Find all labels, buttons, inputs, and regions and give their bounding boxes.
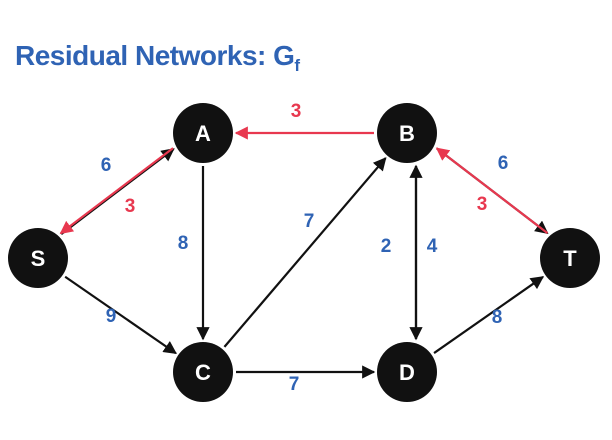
edge-c-b bbox=[223, 157, 387, 348]
node-label-b: B bbox=[399, 121, 415, 146]
node-a bbox=[173, 103, 233, 163]
capacity-label-a-s: 3 bbox=[125, 196, 136, 217]
capacity-label-c-d: 7 bbox=[289, 374, 300, 395]
capacity-label-b-a: 3 bbox=[291, 101, 302, 122]
edge-t-b bbox=[435, 147, 549, 235]
node-label-t: T bbox=[563, 246, 577, 271]
node-label-s: S bbox=[31, 246, 46, 271]
node-d bbox=[377, 342, 437, 402]
capacity-label-t-b: 3 bbox=[477, 194, 488, 215]
capacity-label-a-c: 8 bbox=[178, 233, 189, 254]
capacity-label-d-t: 8 bbox=[492, 307, 503, 328]
node-s bbox=[8, 228, 68, 288]
title-text: Residual Networks: G bbox=[15, 40, 295, 71]
node-b bbox=[377, 103, 437, 163]
capacity-label-s-a: 6 bbox=[101, 155, 112, 176]
capacity-label-s-c: 9 bbox=[106, 306, 117, 327]
slide-title: Residual Networks: Gf bbox=[15, 40, 300, 76]
edge-a-s bbox=[59, 147, 174, 235]
capacity-label-c-b: 7 bbox=[304, 211, 315, 232]
capacity-label-d-b: 4 bbox=[427, 236, 438, 257]
node-label-d: D bbox=[399, 360, 415, 385]
capacity-label-b-t: 6 bbox=[498, 153, 509, 174]
capacity-label-b-d: 2 bbox=[381, 236, 392, 257]
node-label-a: A bbox=[195, 121, 211, 146]
edge-d-t bbox=[433, 276, 545, 354]
node-label-c: C bbox=[195, 360, 211, 385]
title-subscript: f bbox=[294, 56, 300, 75]
edge-s-c bbox=[64, 275, 177, 355]
node-t bbox=[540, 228, 600, 288]
node-c bbox=[173, 342, 233, 402]
